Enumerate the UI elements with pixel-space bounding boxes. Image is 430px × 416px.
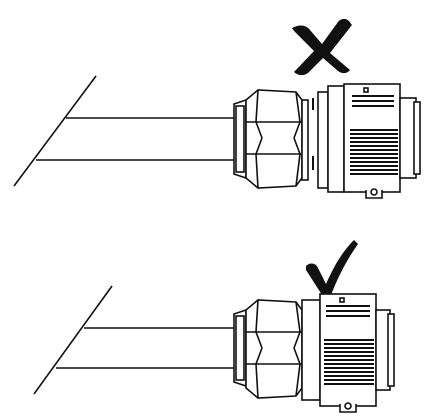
correct-connection-panel <box>33 240 395 413</box>
check-icon <box>306 240 358 298</box>
plug-correct <box>301 293 395 413</box>
cable-incorrect <box>13 75 234 187</box>
backshell-incorrect <box>233 89 309 189</box>
cross-icon <box>292 18 352 76</box>
cable-correct <box>33 285 234 395</box>
incorrect-connection-panel <box>13 18 421 199</box>
backshell-correct <box>233 299 303 399</box>
plug-incorrect <box>317 83 421 199</box>
